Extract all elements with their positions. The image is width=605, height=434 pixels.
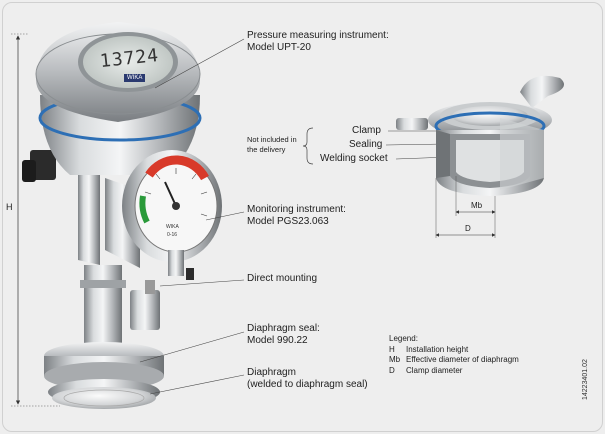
legend-text: Clamp diameter: [406, 365, 463, 375]
not-included-label: Not included in the delivery: [247, 135, 297, 155]
direct-mounting-label: Direct mounting: [247, 273, 318, 284]
document-number: 14223401.02: [582, 359, 589, 400]
legend-item: Mb Effective diameter of diaphragm: [389, 355, 519, 366]
legend-key: D: [389, 365, 395, 375]
d-label: D: [465, 224, 471, 233]
mb-label: Mb: [471, 201, 483, 210]
monitoring-instrument-label-line1: Monitoring instrument:: [247, 204, 346, 215]
gauge-brand: WIKA: [166, 224, 179, 230]
pressure-instrument-label-line2: Model UPT-20: [247, 42, 311, 53]
diaphragm-seal-image: [44, 342, 164, 409]
sealing-label: Sealing: [349, 139, 383, 150]
gauge-range: 0-16: [167, 232, 178, 238]
monitoring-gauge-image: [105, 150, 222, 280]
pressure-instrument-label: Pressure measuring instrument: Model UPT…: [247, 30, 389, 54]
legend-text: Effective diameter of diaphragm: [406, 355, 519, 364]
monitoring-instrument-label: Monitoring instrument: Model PGS23.063: [247, 204, 346, 228]
pressure-instrument-label-line1: Pressure measuring instrument:: [247, 30, 389, 41]
welding-socket-detail: [396, 75, 564, 196]
not-included-label-line1: Not included in: [247, 135, 297, 144]
diaphragm-seal-label-line2: Model 990.22: [247, 335, 308, 346]
legend-title: Legend:: [389, 334, 418, 343]
clamp-label: Clamp: [352, 125, 381, 136]
legend-key: Mb: [389, 355, 401, 364]
diaphragm-seal-label-line1: Diaphragm seal:: [247, 323, 320, 334]
height-label: H: [6, 202, 13, 212]
not-included-brace: [302, 127, 314, 165]
callout-lines: [139, 38, 451, 395]
diaphragm-label: Diaphragm (welded to diaphragm seal): [247, 367, 368, 391]
display-brand: WIKA: [124, 74, 146, 82]
legend-item: D Clamp diameter: [389, 366, 519, 377]
legend-key: H: [389, 344, 395, 354]
height-dimension: [11, 33, 60, 407]
pressure-instrument-image: [22, 22, 202, 345]
legend-text: Installation height: [406, 344, 469, 354]
diaphragm-label-line2: (welded to diaphragm seal): [247, 379, 368, 390]
mb-d-dimensions: [435, 176, 496, 238]
legend-item: H Installation height: [389, 345, 519, 356]
diaphragm-label-line1: Diaphragm: [247, 367, 296, 378]
welding-socket-label: Welding socket: [320, 153, 388, 164]
legend: Legend: H Installation height Mb Effecti…: [389, 334, 519, 376]
not-included-label-line2: the delivery: [247, 145, 286, 154]
monitoring-instrument-label-line2: Model PGS23.063: [247, 216, 329, 227]
diaphragm-seal-label: Diaphragm seal: Model 990.22: [247, 323, 320, 347]
